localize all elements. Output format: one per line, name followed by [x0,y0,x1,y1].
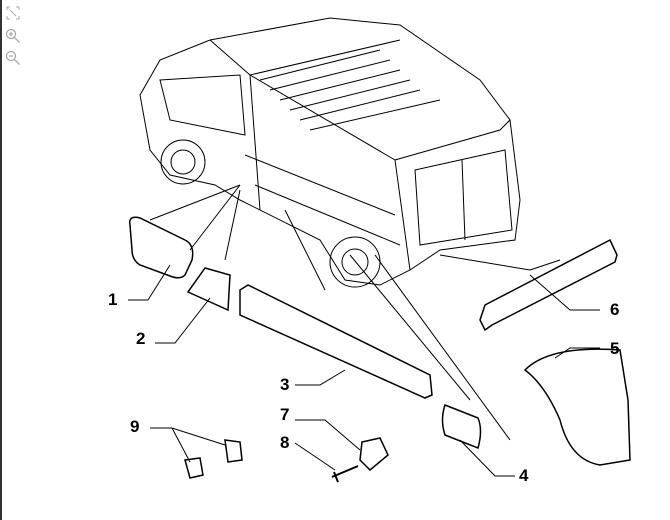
callout-label-1[interactable]: 1 [108,290,118,309]
part-6 [479,238,618,332]
callout-label-2[interactable]: 2 [136,329,146,348]
callout-label-8[interactable]: 8 [280,433,290,452]
zoom-in-button[interactable] [5,28,21,44]
part-7 [359,437,389,472]
callout-label-9[interactable]: 9 [130,417,140,436]
callout-label-4[interactable]: 4 [519,466,529,485]
zoom-out-icon [5,50,20,65]
zoom-out-button[interactable] [5,50,21,66]
viewer-border [0,0,2,520]
callout-label-6[interactable]: 6 [610,300,620,319]
callout-label-3[interactable]: 3 [280,375,290,394]
van-outline [139,17,521,286]
part-2 [186,267,231,312]
part-1 [128,216,194,279]
part-3 [239,284,433,399]
part-9 [184,439,243,479]
callout-label-7[interactable]: 7 [280,405,290,424]
zoom-in-icon [5,28,20,43]
callout-label-5[interactable]: 5 [610,339,620,358]
fit-screen-icon [6,6,20,20]
part-4 [441,404,482,450]
fit-screen-button[interactable] [5,5,21,21]
part-8 [331,465,359,483]
part-5 [523,348,631,466]
